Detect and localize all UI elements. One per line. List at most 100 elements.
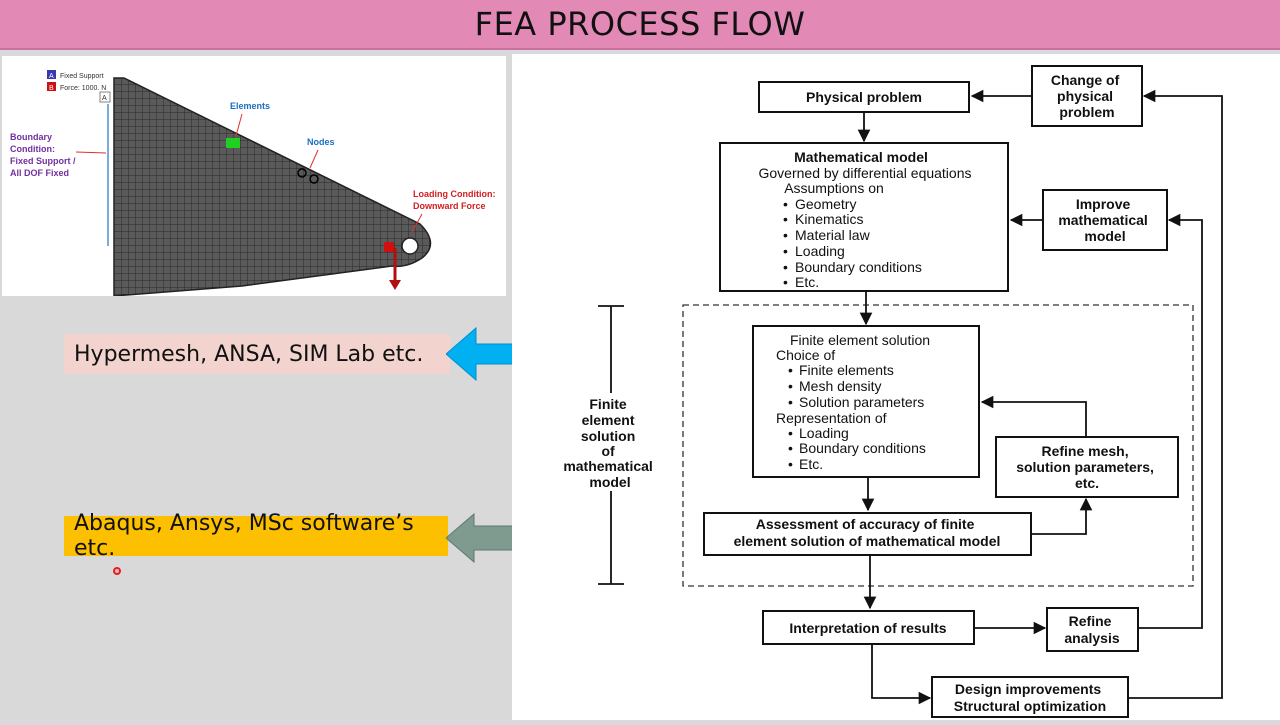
boundary-line-1: Boundary — [10, 132, 52, 142]
refine-mesh-box — [995, 436, 1179, 498]
solver-tools-text: Abaqus, Ansys, MSc software’s etc. — [74, 511, 414, 561]
legend-swatch-fixed — [47, 70, 56, 79]
improve-model-line-3: model — [1084, 228, 1125, 244]
loading-line-2: Downward Force — [413, 201, 486, 211]
legend-key-fixed: A — [49, 73, 54, 80]
force-arrow-head — [389, 280, 401, 290]
side-label-line-3: solution — [581, 428, 635, 444]
refine-mesh-text: Refine mesh, solution parameters, etc. — [1016, 443, 1158, 491]
fe-choice-2: Solution parameters — [799, 394, 924, 410]
side-label-bg — [548, 393, 672, 491]
legend-swatch-force — [47, 82, 56, 91]
legend-text-force: Force: 1000. N — [60, 85, 106, 92]
elements-label: Elements — [230, 101, 270, 111]
preprocessing-tools-label: Hypermesh, ANSA, SIM Lab etc. — [64, 334, 450, 374]
side-label-text: Finite element solution of mathematical … — [563, 396, 656, 490]
design-line-1: Design improvements — [955, 681, 1101, 697]
fe-choice-dot-1: • — [788, 378, 793, 394]
interpretation-box — [762, 610, 975, 645]
mesh-figure-panel: A Fixed Support B Force: 1000. N A Eleme… — [2, 56, 506, 297]
math-model-box — [719, 142, 1009, 292]
math-bullet-dot-5: • — [783, 274, 788, 290]
math-model-line-2: Assumptions on — [784, 180, 884, 196]
math-bullet-4: Boundary conditions — [795, 259, 922, 275]
fe-rep-dot-2: • — [788, 456, 793, 472]
fe-rep-dot-0: • — [788, 425, 793, 441]
math-bullet-3: Loading — [795, 243, 845, 259]
improve-model-line-2: mathematical — [1058, 212, 1147, 228]
change-physical-line-1: Change of — [1051, 72, 1120, 88]
improve-model-text: Improve mathematical model — [1058, 196, 1151, 244]
side-label-line-1: Finite — [589, 396, 627, 412]
legend-key-force: B — [49, 85, 54, 92]
fe-choice-1: Mesh density — [799, 378, 881, 394]
flowchart: Physical problem Change of physical prob… — [548, 65, 1223, 718]
elements-pointer — [235, 113, 243, 137]
side-label-line-6: model — [589, 474, 630, 490]
bolt-hole — [401, 237, 419, 255]
refine-mesh-line-3: etc. — [1075, 475, 1099, 491]
legend-text-fixed: Fixed Support — [60, 73, 104, 80]
math-bullet-1: Kinematics — [795, 211, 863, 227]
assessment-text: Assessment of accuracy of finite element… — [734, 516, 1001, 549]
mesh-figure: A Fixed Support B Force: 1000. N A Eleme… — [10, 70, 498, 297]
force-marker — [384, 242, 394, 252]
fe-rep-dot-1: • — [788, 440, 793, 456]
fe-rep-1: Boundary conditions — [799, 440, 926, 456]
refine-mesh-line-1: Refine mesh, — [1041, 443, 1128, 459]
node-marker-1 — [297, 168, 307, 178]
refine-analysis-line-1: Refine — [1069, 613, 1112, 629]
math-bullet-2: Material law — [795, 227, 871, 243]
fe-solution-title: Finite element solution — [790, 332, 930, 348]
arrow-refine-to-improve — [1138, 213, 1203, 629]
math-bullet-dot-1: • — [783, 211, 788, 227]
side-label-line-2: element — [582, 412, 635, 428]
assessment-line-2: element solution of mathematical model — [734, 533, 1001, 549]
math-bullet-dot-4: • — [783, 259, 788, 275]
fe-rep-0: Loading — [799, 425, 849, 441]
side-label-line-4: of — [601, 443, 615, 459]
nodes-label: Nodes — [307, 137, 335, 147]
math-model-line-1: Governed by differential equations — [759, 165, 972, 181]
arrow-interpretation-to-design — [871, 644, 932, 705]
page-title: FEA PROCESS FLOW — [474, 5, 806, 43]
fe-choice-0: Finite elements — [799, 362, 894, 378]
design-box — [931, 676, 1129, 718]
math-bullet-dot-0: • — [783, 196, 788, 212]
change-physical-line-2: physical — [1057, 88, 1113, 104]
arrow-design-to-change — [1128, 89, 1223, 699]
change-physical-text: Change of physical problem — [1051, 72, 1123, 120]
fe-choice-dot-2: • — [788, 394, 793, 410]
bracket-mesh — [113, 77, 432, 297]
boundary-condition-label: Boundary Condition: Fixed Support / All … — [10, 132, 78, 178]
solver-tools-label: Abaqus, Ansys, MSc software’s etc. — [64, 511, 448, 561]
math-bullet-dot-3: • — [783, 243, 788, 259]
pointer-dot — [113, 567, 121, 575]
fe-representation-label: Representation of — [776, 410, 887, 426]
math-bullet-5: Etc. — [795, 274, 819, 290]
loading-condition-label: Loading Condition: Downward Force — [413, 189, 498, 211]
boundary-line-2: Condition: — [10, 144, 55, 154]
physical-problem-box — [758, 81, 970, 113]
side-label-line-5: mathematical — [563, 458, 652, 474]
arrow-refine-mesh-to-fe — [980, 395, 1087, 437]
loading-line-1: Loading Condition: — [413, 189, 495, 199]
fe-solution-box — [752, 325, 980, 478]
fe-choice-label: Choice of — [776, 347, 835, 363]
math-model-title: Mathematical model — [794, 149, 928, 165]
interpretation-text: Interpretation of results — [789, 620, 946, 636]
fe-rep-2: Etc. — [799, 456, 823, 472]
boundary-line-4: All DOF Fixed — [10, 168, 69, 178]
fe-solution-region — [682, 304, 1194, 587]
refine-mesh-line-2: solution parameters, — [1016, 459, 1154, 475]
improve-model-line-1: Improve — [1076, 196, 1131, 212]
math-model-bullets: • Geometry • Kinematics • Material law • Loa… — [783, 196, 922, 290]
physical-problem-text: Physical problem — [806, 89, 922, 105]
preprocessing-tools-text: Hypermesh, ANSA, SIM Lab etc. — [74, 341, 424, 367]
boundary-pointer — [75, 151, 107, 154]
boundary-line-3: Fixed Support / — [10, 156, 76, 166]
flowchart-panel: Physical problem Change of physical prob… — [512, 54, 1280, 720]
support-marker — [99, 91, 111, 103]
math-bullet-0: Geometry — [795, 196, 856, 212]
refine-analysis-box — [1046, 607, 1139, 652]
